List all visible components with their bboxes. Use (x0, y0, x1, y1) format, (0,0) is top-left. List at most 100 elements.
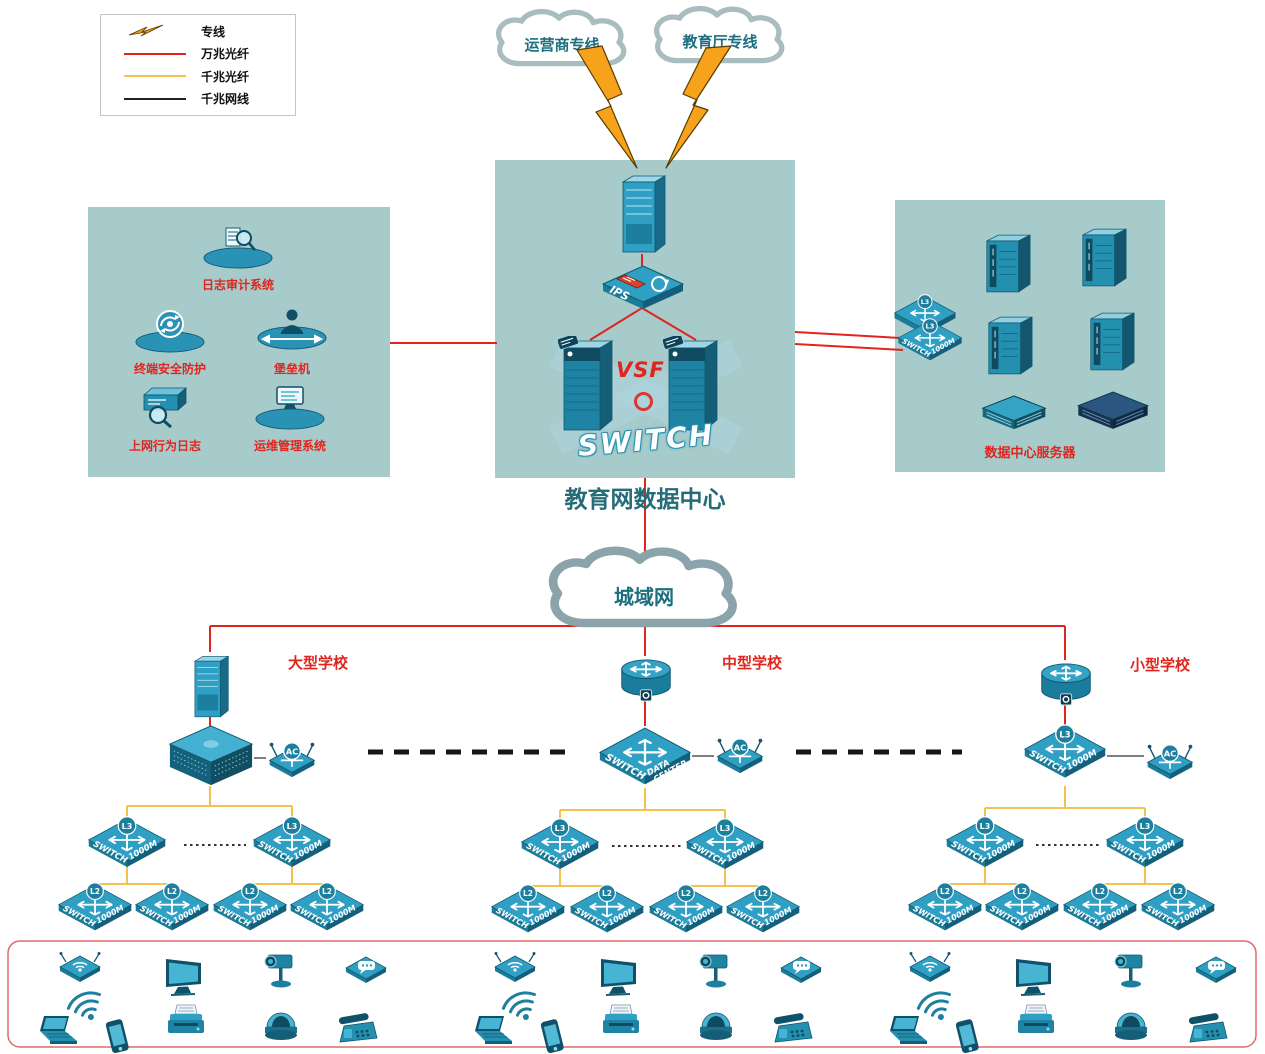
svg-text:L3: L3 (1059, 729, 1070, 739)
ops-management-system-label: 运维管理系统 (253, 439, 326, 453)
datacenter-title: 教育网数据中心 (564, 486, 726, 513)
legend-label: 千兆光纤 (201, 69, 250, 84)
voip-app-icon (1193, 951, 1239, 991)
school-firewall-icon (188, 650, 232, 724)
lightning-icon (109, 23, 201, 39)
ac-uplinks (254, 755, 1144, 759)
printer-icon (599, 1003, 643, 1043)
voip-app-icon (343, 951, 389, 991)
server-panel-title: 数据中心服务器 (984, 446, 1076, 461)
education-cloud-label: 教育厅专线 (682, 32, 758, 51)
svg-text:L2: L2 (523, 889, 533, 898)
wireless-ap-icon (492, 950, 538, 990)
svg-text:L2: L2 (167, 887, 177, 896)
wireless-controller-icon: AC (1144, 740, 1196, 786)
svg-text:L3: L3 (1140, 822, 1151, 831)
school-label-large: 大型学校 (288, 654, 349, 672)
net-behavior-log-icon (126, 383, 204, 435)
svg-text:L2: L2 (322, 887, 332, 896)
black-line-sample (109, 97, 201, 100)
ptz-camera-icon (260, 948, 302, 996)
laptop-icon (35, 1014, 81, 1052)
man-cloud-label: 城域网 (614, 584, 674, 609)
datacenter-firewall-icon (616, 168, 668, 260)
fax-phone-icon (770, 1012, 816, 1052)
school-label-medium: 中型学校 (722, 654, 783, 672)
fax-phone-icon (335, 1012, 381, 1052)
wireless-controller-icon: AC (266, 738, 318, 784)
endpoint-security: 终端安全防护 (115, 306, 225, 377)
printer-icon (164, 1003, 208, 1043)
dome-camera-icon (1110, 1007, 1152, 1047)
log-audit-system-label: 日志审计系统 (201, 278, 274, 292)
svg-text:L2: L2 (940, 887, 950, 896)
voip-app-icon (778, 951, 824, 991)
cloud-man: 城域网 (535, 543, 753, 643)
school-label-small: 小型学校 (1130, 656, 1191, 674)
legend-label: 千兆网线 (201, 92, 250, 107)
datacenter-server-icon (556, 333, 616, 442)
ips-appliance-icon: IPS (601, 262, 685, 318)
svg-text:L2: L2 (90, 887, 100, 896)
svg-text:L2: L2 (1017, 887, 1027, 896)
ptz-camera-icon (1110, 948, 1152, 996)
bastion-host: 堡垒机 (237, 306, 347, 377)
school-core-chassis-icon (168, 724, 254, 793)
dome-camera-icon (260, 1007, 302, 1047)
svg-text:L2: L2 (681, 889, 691, 898)
legend-label: 专线 (201, 24, 226, 39)
vsf-link-icon (634, 392, 653, 411)
fax-phone-icon (1185, 1012, 1231, 1052)
printer-icon (1014, 1003, 1058, 1043)
red-line-sample (109, 52, 201, 55)
smartphone-icon (105, 1018, 131, 1054)
ops-management-system-icon (251, 383, 329, 435)
blade-chassis-icon (1076, 390, 1150, 435)
rack-server-icon (1078, 226, 1128, 294)
wireless-ap-icon (57, 950, 103, 990)
bastion-host-label: 堡垒机 (273, 362, 310, 376)
svg-text:AC: AC (734, 742, 747, 752)
desktop-pc-icon (1011, 957, 1055, 1001)
svg-text:L3: L3 (720, 824, 731, 833)
storage-array-icon (980, 394, 1048, 435)
net-behavior-log: 上网行为日志 (110, 383, 220, 454)
net-behavior-log-label: 上网行为日志 (128, 439, 201, 453)
desktop-pc-icon (161, 957, 205, 1001)
desktop-pc-icon (596, 957, 640, 1001)
legend: 专线 万兆光纤 千兆光纤 千兆网线 (100, 14, 296, 116)
wireless-controller-icon: AC (714, 734, 766, 780)
bastion-host-icon (253, 306, 331, 358)
yellow-line-sample (109, 75, 201, 78)
smartphone-icon (540, 1018, 566, 1054)
log-audit-system-icon (199, 222, 277, 274)
ptz-camera-icon (695, 948, 737, 996)
dome-camera-icon (695, 1007, 737, 1047)
router-icon (1038, 658, 1094, 714)
cloud-shape (548, 546, 737, 628)
smartphone-icon (955, 1018, 981, 1054)
ops-management-system: 运维管理系统 (235, 383, 345, 454)
endpoint-security-icon (131, 306, 209, 358)
legend-row-1g-fiber: 千兆光纤 (109, 68, 287, 85)
carrier-cloud-label: 运营商专线 (524, 35, 600, 54)
svg-text:L2: L2 (602, 889, 612, 898)
cloud-carrier-line: 运营商专线 (486, 6, 638, 78)
svg-text:L3: L3 (287, 822, 298, 831)
svg-text:AC: AC (1164, 748, 1177, 758)
